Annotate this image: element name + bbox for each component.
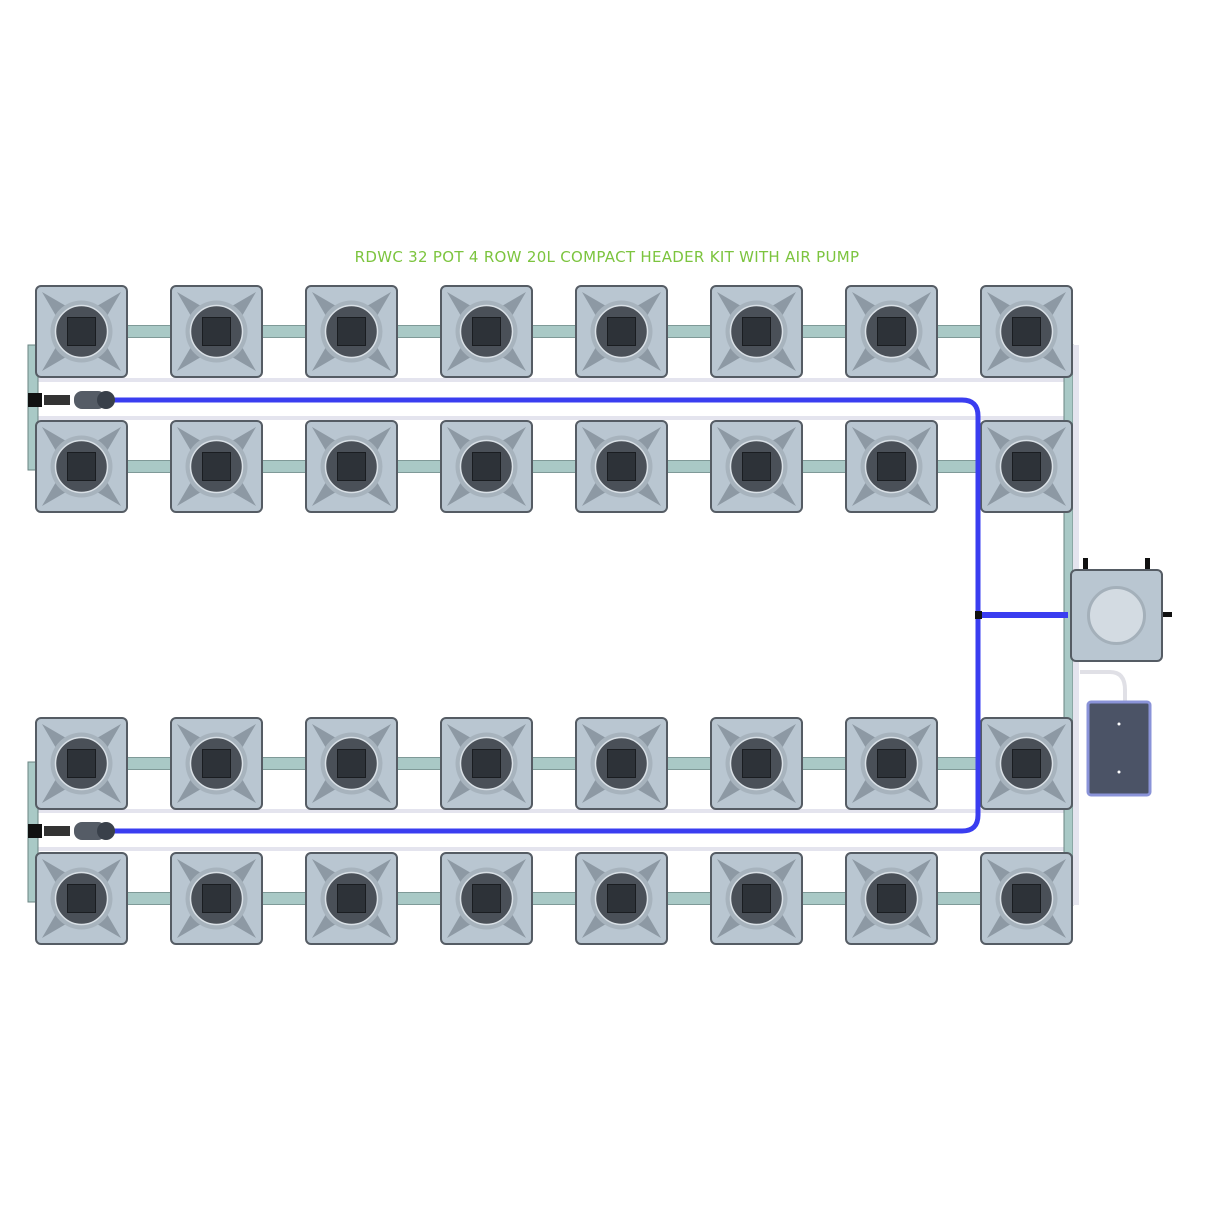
pot-r1-c6 bbox=[710, 285, 803, 378]
net-pot-mesh bbox=[337, 749, 366, 778]
pot-r1-c5 bbox=[575, 285, 668, 378]
air-diffuser-cap bbox=[97, 822, 115, 840]
net-pot-mesh bbox=[202, 884, 231, 913]
pot-r3-c8 bbox=[980, 717, 1073, 810]
air-diffuser bbox=[74, 822, 106, 840]
pot-r2-c4 bbox=[440, 420, 533, 513]
diagram-title: RDWC 32 POT 4 ROW 20L COMPACT HEADER KIT… bbox=[354, 248, 860, 266]
net-pot-mesh bbox=[67, 452, 96, 481]
net-pot-mesh bbox=[1012, 749, 1041, 778]
pot-r4-c3 bbox=[305, 852, 398, 945]
net-pot-mesh bbox=[877, 452, 906, 481]
net-pot-mesh bbox=[877, 884, 906, 913]
net-pot-mesh bbox=[1012, 884, 1041, 913]
net-pot-mesh bbox=[742, 884, 771, 913]
air-diffuser-cap bbox=[97, 391, 115, 409]
pump-screw bbox=[1117, 722, 1121, 726]
net-pot-mesh bbox=[67, 749, 96, 778]
pot-r2-c5 bbox=[575, 420, 668, 513]
pot-r3-c1 bbox=[35, 717, 128, 810]
net-pot-mesh bbox=[202, 452, 231, 481]
net-pot-mesh bbox=[202, 317, 231, 346]
air-diffuser bbox=[74, 391, 106, 409]
net-pot-mesh bbox=[337, 884, 366, 913]
net-pot-mesh bbox=[742, 749, 771, 778]
tank-valve bbox=[1162, 612, 1172, 617]
valve-connector bbox=[28, 824, 42, 838]
net-pot-mesh bbox=[1012, 452, 1041, 481]
pot-r1-c4 bbox=[440, 285, 533, 378]
pump-air-tube bbox=[1080, 670, 1127, 702]
net-pot-mesh bbox=[472, 452, 501, 481]
net-pot-mesh bbox=[472, 884, 501, 913]
net-pot-mesh bbox=[877, 317, 906, 346]
return-line bbox=[36, 378, 1072, 382]
net-pot-mesh bbox=[607, 317, 636, 346]
pot-r4-c2 bbox=[170, 852, 263, 945]
net-pot-mesh bbox=[1012, 317, 1041, 346]
net-pot-mesh bbox=[472, 317, 501, 346]
pot-r1-c3 bbox=[305, 285, 398, 378]
pot-r2-c7 bbox=[845, 420, 938, 513]
net-pot-mesh bbox=[202, 749, 231, 778]
pot-r3-c6 bbox=[710, 717, 803, 810]
valve-fitting bbox=[44, 395, 70, 405]
pot-r1-c7 bbox=[845, 285, 938, 378]
pot-r2-c2 bbox=[170, 420, 263, 513]
pot-r3-c7 bbox=[845, 717, 938, 810]
pot-r3-c3 bbox=[305, 717, 398, 810]
pot-r2-c6 bbox=[710, 420, 803, 513]
pot-r4-c1 bbox=[35, 852, 128, 945]
valve-connector bbox=[28, 393, 42, 407]
return-line bbox=[36, 847, 1072, 851]
pot-r4-c7 bbox=[845, 852, 938, 945]
pot-r4-c8 bbox=[980, 852, 1073, 945]
pot-r4-c4 bbox=[440, 852, 533, 945]
valve-fitting bbox=[44, 826, 70, 836]
air-line-branch bbox=[978, 612, 1068, 618]
net-pot-mesh bbox=[67, 317, 96, 346]
left-manifold-top bbox=[27, 344, 39, 471]
net-pot-mesh bbox=[607, 749, 636, 778]
pot-r2-c3 bbox=[305, 420, 398, 513]
net-pot-mesh bbox=[607, 452, 636, 481]
return-line bbox=[36, 809, 1072, 813]
air-pump bbox=[1086, 700, 1152, 797]
tank-fitting bbox=[1083, 558, 1088, 572]
pot-r1-c8 bbox=[980, 285, 1073, 378]
pot-r4-c6 bbox=[710, 852, 803, 945]
pump-screw bbox=[1117, 770, 1121, 774]
pot-r3-c5 bbox=[575, 717, 668, 810]
net-pot-mesh bbox=[337, 317, 366, 346]
air-tee bbox=[975, 611, 982, 619]
pot-r3-c4 bbox=[440, 717, 533, 810]
pot-r4-c5 bbox=[575, 852, 668, 945]
tank-fitting bbox=[1145, 558, 1150, 572]
net-pot-mesh bbox=[607, 884, 636, 913]
pot-r2-c8 bbox=[980, 420, 1073, 513]
pot-r3-c2 bbox=[170, 717, 263, 810]
net-pot-mesh bbox=[472, 749, 501, 778]
net-pot-mesh bbox=[337, 452, 366, 481]
return-line bbox=[36, 416, 1072, 420]
net-pot-mesh bbox=[742, 317, 771, 346]
pot-r1-c1 bbox=[35, 285, 128, 378]
net-pot-mesh bbox=[67, 884, 96, 913]
net-pot-mesh bbox=[742, 452, 771, 481]
pot-r2-c1 bbox=[35, 420, 128, 513]
header-tank-lid bbox=[1087, 586, 1146, 645]
net-pot-mesh bbox=[877, 749, 906, 778]
pot-r1-c2 bbox=[170, 285, 263, 378]
